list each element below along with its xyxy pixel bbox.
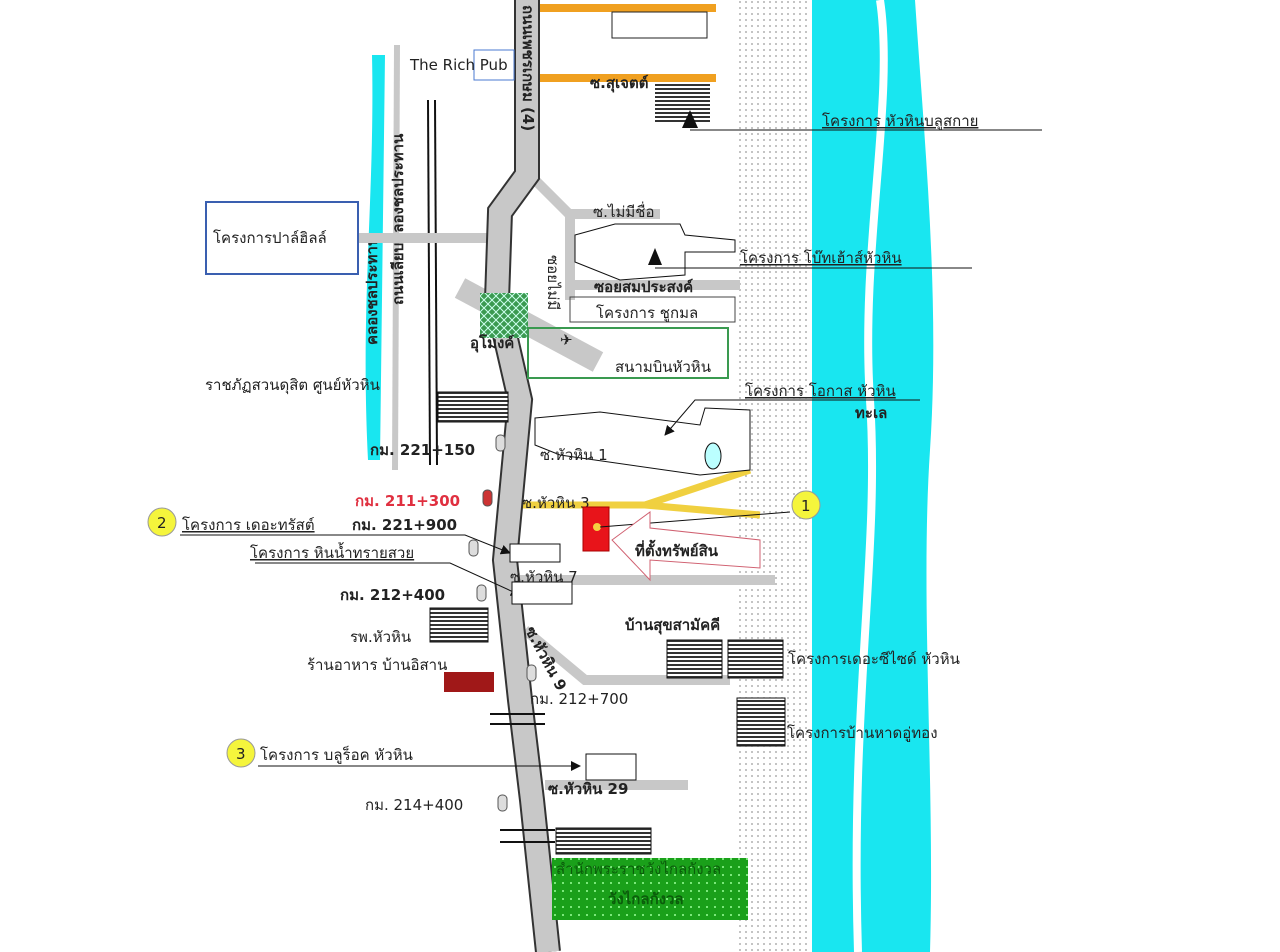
baan-haad-label: โครงการบ้านหาดอู่ทอง <box>787 724 938 742</box>
airport-box <box>527 327 729 379</box>
canal <box>365 55 385 460</box>
marker-3 <box>226 738 256 768</box>
pool <box>704 442 722 470</box>
rajabhat-building <box>437 391 509 423</box>
railway <box>427 99 438 466</box>
rich-pub-label: The Rich Pub <box>409 56 508 74</box>
boathouse-label: โครงการ โบ๊ทเฮ้าส์หัวหิน <box>740 249 902 267</box>
seaside-label: โครงการเดอะซีไซด์ หัวหิน <box>788 650 960 668</box>
hin-nam-plot <box>511 581 573 605</box>
restaurant-icon <box>444 672 494 692</box>
sea-wave <box>852 0 888 952</box>
km-stone-icons <box>468 434 537 812</box>
rajabhat-label: ราชภัฏสวนดุสิต ศูนย์หัวหิน <box>205 376 380 395</box>
hin-nam-label: โครงการ หินน้ำทรายสวย <box>250 542 414 562</box>
canal-label: คลองชลประทาน <box>363 235 381 345</box>
property-label: ที่ตั้งทรัพย์สิน <box>635 539 719 560</box>
blu-rock-plot <box>585 753 637 781</box>
building-top <box>611 11 708 39</box>
soi-huahin-3-label: ซ.หัวหิน 3 <box>522 494 590 512</box>
bridges <box>490 713 555 843</box>
tunnel <box>480 293 528 338</box>
sea-label: ทะเล <box>855 404 887 422</box>
hospital-label: รพ.หัวหิน <box>350 628 411 646</box>
airplane-icon: ✈ <box>560 331 573 349</box>
triangle-icon <box>682 110 698 128</box>
property-arrow <box>611 511 761 582</box>
blu-rock-label: โครงการ บลูร็อค หัวหิน <box>260 745 413 764</box>
restaurant-label: ร้านอาหาร บ้านอิสาน <box>307 656 447 674</box>
soi-sujet-label: ซ.สุเจตต์ <box>590 74 648 93</box>
km-marker-label: กม. 211+300 <box>355 492 460 510</box>
triangle-icon <box>648 248 662 265</box>
canal-road <box>392 44 400 471</box>
marker-2-label: 2 <box>157 514 167 532</box>
soi-huahin-29-label: ซ.หัวหิน 29 <box>548 780 628 798</box>
marker-1-label: 1 <box>801 497 811 515</box>
property-location <box>582 506 610 552</box>
marker-1 <box>791 490 821 520</box>
marker-1-line <box>599 511 791 528</box>
soi-maisue-label: ซ.ไม่มีชื่อ <box>593 201 654 221</box>
property-dot <box>593 523 601 531</box>
palm-hills-box <box>205 201 359 275</box>
palace-building <box>555 827 652 855</box>
airport-label: สนามบินหัวหิน <box>615 358 711 376</box>
baan-suk-label: บ้านสุขสามัคคี <box>625 616 720 635</box>
the-trust-arrow <box>180 534 511 555</box>
the-trust-plot <box>509 543 561 563</box>
main-road-label: ถนนเพชรเกษม (4) <box>519 5 537 131</box>
km-marker-label: กม. 214+400 <box>365 796 463 814</box>
rich-pub-box <box>473 49 515 81</box>
soi-huahin-1-label: ซ.หัวหิน 1 <box>540 446 608 464</box>
canal-road-label: ถนนเลียบคลองชลประทาน <box>389 133 407 305</box>
marker-3-label: 3 <box>236 745 246 763</box>
the-trust-label: โครงการ เดอะทรัสต์ <box>182 516 315 534</box>
palm-hills-label: โครงการปาล์ฮิลล์ <box>213 229 327 247</box>
marker-2 <box>147 507 177 537</box>
km-marker-label: กม. 212+700 <box>530 690 628 708</box>
blue-sky-label: โครงการ หัวหินบลูสกาย <box>822 112 978 130</box>
hospital-building <box>429 607 489 643</box>
okas-arrow <box>664 399 750 436</box>
hin-nam-arrow <box>255 562 521 596</box>
seaside-building <box>666 639 723 679</box>
okas-plot <box>534 407 751 476</box>
palace-office-label: สำนักพระราชวังไกลกังวล <box>556 860 721 878</box>
palace-label: วังไกลกังวล <box>608 889 684 908</box>
soi-maimi-label: ซอยไม่มี <box>544 255 562 310</box>
beach <box>735 0 810 952</box>
km-marker-label: กม. 212+400 <box>340 586 445 604</box>
km-marker-label: กม. 221+150 <box>370 441 475 459</box>
main-road <box>485 0 559 952</box>
baan-haad-building <box>736 697 786 747</box>
soi-huahin-3 <box>520 466 761 519</box>
palace-grounds <box>552 858 748 920</box>
tunnel-label: อุโมงค์ <box>470 333 514 353</box>
chukamon-plot <box>569 296 736 323</box>
km-marker-label: กม. 221+900 <box>352 516 457 534</box>
okas-label: โครงการ โอกาส หัวหิน <box>745 382 896 400</box>
soi-huahin-7-label: ซ.หัวหิน 7 <box>510 568 578 586</box>
blue-sky-building <box>655 84 710 122</box>
soi-somprasong-label: ซอยสมประสงค์ <box>594 278 693 296</box>
chukamon-label: โครงการ ชูกมล <box>596 304 698 322</box>
seaside-building <box>727 639 784 679</box>
